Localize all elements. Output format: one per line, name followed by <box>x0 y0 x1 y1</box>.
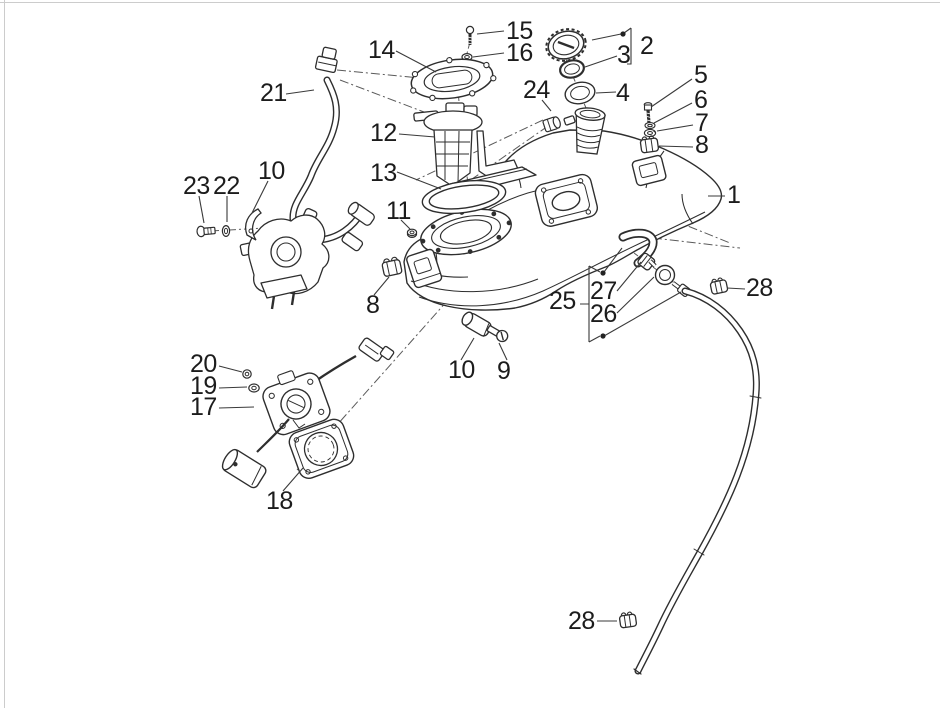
callout-7[interactable]: 7 <box>695 109 709 137</box>
cap-gasket <box>564 81 596 105</box>
callout-10-lower[interactable]: 10 <box>448 356 475 384</box>
callout-26[interactable]: 26 <box>590 300 617 328</box>
callout-23[interactable]: 23 <box>183 172 210 200</box>
callout-27[interactable]: 27 <box>590 277 617 305</box>
frame-border-left <box>4 0 5 708</box>
callout-12[interactable]: 12 <box>370 119 397 147</box>
clip-8-left <box>381 256 403 277</box>
spacer-10-lower <box>461 311 492 337</box>
callout-2-bracket <box>623 27 632 65</box>
callout-22[interactable]: 22 <box>213 172 240 200</box>
clip-28-upper <box>709 277 729 295</box>
callout-6[interactable]: 6 <box>694 86 708 114</box>
bushing-24 <box>542 116 561 133</box>
callout-10-upper[interactable]: 10 <box>258 157 285 185</box>
callout-1[interactable]: 1 <box>727 181 741 209</box>
callout-5[interactable]: 5 <box>694 61 708 89</box>
callout-3[interactable]: 3 <box>617 41 631 69</box>
callout-28-lower[interactable]: 28 <box>568 607 595 635</box>
callout-16[interactable]: 16 <box>506 39 533 67</box>
screw-5 <box>643 102 653 124</box>
throttle-body <box>239 207 330 310</box>
callout-17[interactable]: 17 <box>190 393 217 421</box>
cap-seal-ring <box>559 59 585 79</box>
callout-8-left[interactable]: 8 <box>366 291 380 319</box>
washer-19 <box>248 383 260 393</box>
pump-locking-ring <box>410 57 497 102</box>
washer-22 <box>221 225 231 238</box>
callout-4[interactable]: 4 <box>616 79 630 107</box>
callout-19[interactable]: 19 <box>190 372 217 400</box>
callout-21[interactable]: 21 <box>260 79 287 107</box>
sender-gasket-18 <box>288 418 355 480</box>
filler-neck <box>563 107 606 155</box>
callout-15[interactable]: 15 <box>506 17 533 45</box>
screw-15 <box>465 25 475 45</box>
callout-9[interactable]: 9 <box>497 357 511 385</box>
screw-9 <box>486 325 509 343</box>
callout-11[interactable]: 11 <box>386 197 411 225</box>
callout-8-right[interactable]: 8 <box>695 131 709 159</box>
callout-25-bracket <box>580 265 601 343</box>
callout-2[interactable]: 2 <box>640 32 654 60</box>
fuel-hose-lower <box>633 287 762 675</box>
screw-23 <box>196 225 216 238</box>
sender-flange-17 <box>262 370 331 436</box>
leader-lines <box>198 27 746 622</box>
callout-24[interactable]: 24 <box>523 76 550 104</box>
sender-float <box>221 418 306 489</box>
callout-28-upper[interactable]: 28 <box>746 274 773 302</box>
callout-13[interactable]: 13 <box>370 159 397 187</box>
washer-7 <box>643 128 657 138</box>
clip-28-lower <box>618 611 638 629</box>
washer-6 <box>644 121 656 130</box>
callout-14[interactable]: 14 <box>368 36 395 64</box>
fuel-cap <box>545 28 587 62</box>
nut-11 <box>406 228 418 239</box>
callout-25[interactable]: 25 <box>549 287 576 315</box>
frame-border-top <box>0 2 940 3</box>
bolt-20 <box>242 369 252 379</box>
bullet-dots <box>600 31 626 339</box>
pump-o-ring <box>421 179 507 215</box>
clip-8-right <box>639 135 660 154</box>
callout-20[interactable]: 20 <box>190 350 217 378</box>
callout-18[interactable]: 18 <box>266 487 293 515</box>
clamp-bracket-upper <box>244 208 262 241</box>
